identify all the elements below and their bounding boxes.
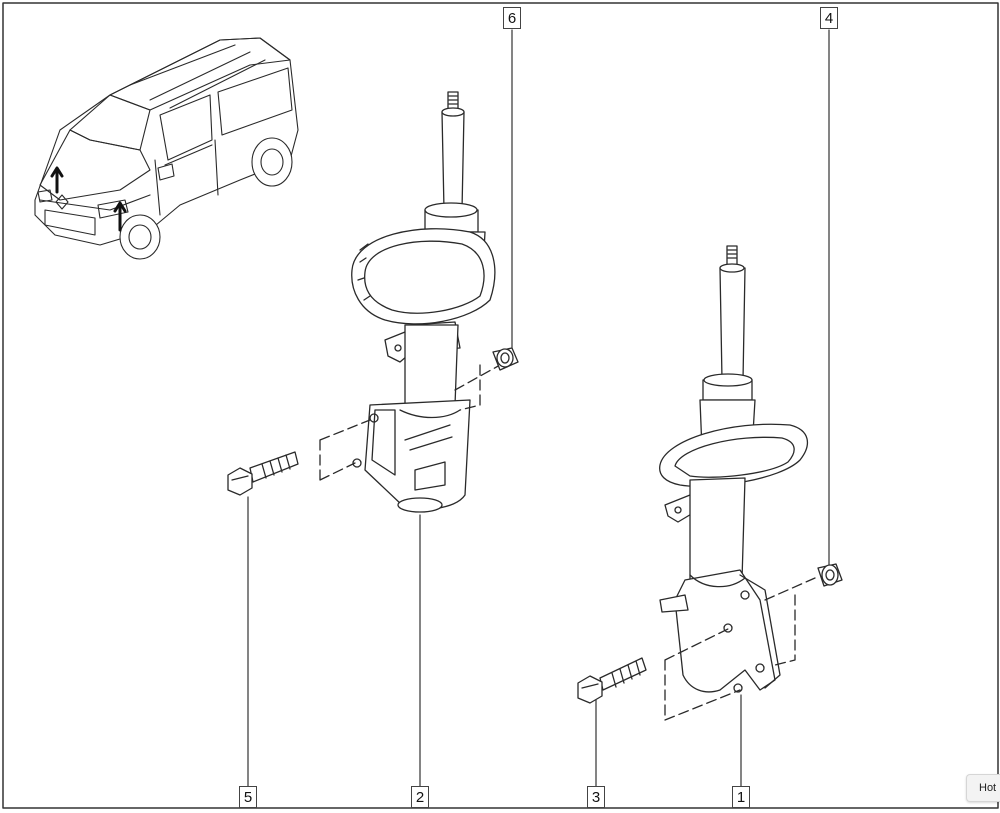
callout-label-6: 6	[503, 7, 521, 29]
bolt-part-5	[227, 451, 299, 496]
callout-label-1: 1	[732, 786, 750, 808]
bolt-part-3	[577, 657, 647, 704]
callout-label-4: 4	[820, 7, 838, 29]
callout-label-3: 3	[587, 786, 605, 808]
left-strut-arrow-icon	[50, 166, 64, 194]
nut-part-4	[817, 563, 843, 587]
callout-leaders	[247, 29, 830, 787]
callout-label-5: 5	[239, 786, 257, 808]
left-strut-assembly	[319, 91, 501, 513]
hot-overlay-button[interactable]: Hot	[966, 774, 1000, 802]
callout-label-2: 2	[411, 786, 429, 808]
nut-part-6	[492, 347, 519, 371]
right-strut-arrow-icon	[113, 201, 127, 232]
vehicle-illustration	[34, 37, 299, 260]
right-strut-assembly	[659, 245, 816, 721]
